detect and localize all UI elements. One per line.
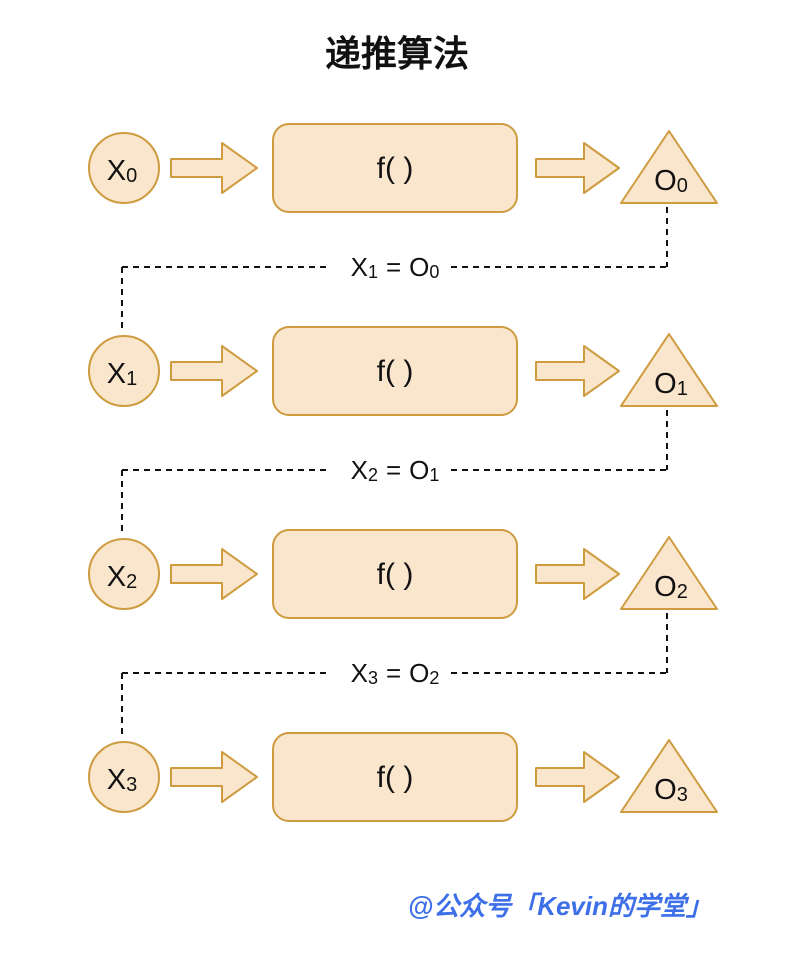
input-circle [88,538,160,610]
output-triangle [620,130,718,204]
row-1: X1 f( ) O1 [88,326,718,416]
output-label: O0 [654,165,688,197]
row-0: X0 f( ) O0 [88,123,718,213]
arrow-right-icon [535,548,620,600]
output-triangle [620,333,718,407]
connector-0: X1=O0 [121,207,668,331]
input-label: X0 [107,155,137,187]
diagram-title: 递推算法 [325,33,469,74]
connector-1: X2=O1 [121,410,668,534]
function-box [272,529,518,619]
output-triangle [620,739,718,813]
row-2: X2 f( ) O2 [88,529,718,619]
arrow-right-icon [170,548,258,600]
input-label: X3 [107,764,137,796]
connector-2: X3=O2 [121,613,668,737]
function-box [272,326,518,416]
input-circle [88,741,160,813]
row-3: X3 f( ) O3 [88,732,718,822]
output-label: O1 [654,368,688,400]
output-label: O2 [654,571,688,603]
arrow-right-icon [535,142,620,194]
connector-label: X2=O1 [351,455,440,485]
arrow-right-icon [535,345,620,397]
connector-label: X1=O0 [351,252,440,282]
function-label: f( ) [377,152,414,185]
input-label: X1 [107,358,137,390]
function-label: f( ) [377,355,414,388]
function-label: f( ) [377,761,414,794]
function-box [272,123,518,213]
connector-label: X3=O2 [351,658,440,688]
function-label: f( ) [377,558,414,591]
function-box [272,732,518,822]
output-label: O3 [654,774,688,806]
input-circle [88,132,160,204]
arrow-right-icon [170,345,258,397]
watermark: @公众号「Kevin的学堂」 [408,891,712,921]
arrow-right-icon [170,142,258,194]
input-label: X2 [107,561,137,593]
arrow-right-icon [170,751,258,803]
arrow-right-icon [535,751,620,803]
input-circle [88,335,160,407]
output-triangle [620,536,718,610]
